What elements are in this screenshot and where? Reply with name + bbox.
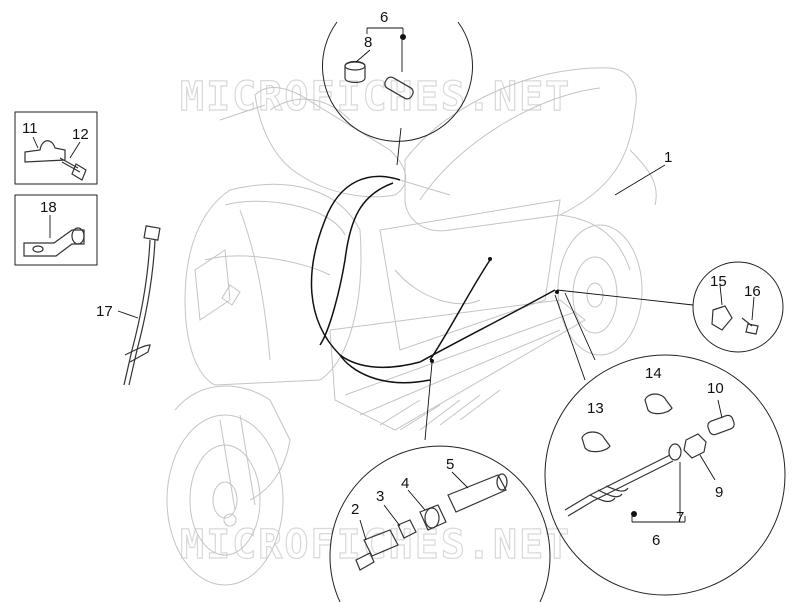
detail-circle-bottom-right (544, 292, 786, 596)
callout-3: 3 (376, 488, 384, 505)
nut-9 (683, 433, 707, 459)
leader-1 (614, 164, 666, 196)
screw-16 (745, 323, 759, 335)
clamp-13 (581, 431, 611, 453)
callout-9: 9 (715, 484, 723, 501)
detail-circle-bottom-middle (329, 362, 551, 602)
clip-15 (711, 305, 733, 331)
detail-circle-top (322, 21, 473, 166)
callout-14: 14 (645, 365, 662, 382)
box-bracket (14, 194, 98, 266)
callout-4: 4 (401, 475, 409, 492)
part-5 (447, 474, 507, 513)
cable-harness (310, 175, 559, 384)
part-2 (363, 529, 399, 557)
ferrule-10 (707, 414, 735, 436)
callout-16: 16 (744, 283, 761, 300)
callout-5: 5 (446, 456, 454, 473)
callout-6-bottom: 6 (652, 532, 660, 549)
callout-7: 7 (676, 509, 684, 526)
callout-8: 8 (364, 34, 372, 51)
box-clamp-screw (14, 111, 98, 185)
watermark-top: MICROFICHES.NET (180, 74, 571, 120)
cable-end-plug (384, 76, 414, 100)
callout-18: 18 (40, 199, 57, 216)
clamp-11 (24, 140, 66, 163)
callout-13: 13 (587, 400, 604, 417)
callout-2: 2 (351, 501, 359, 518)
screw-12-head (71, 163, 87, 181)
callout-6-top: 6 (380, 9, 388, 26)
callout-10: 10 (707, 380, 724, 397)
bracket-18 (23, 229, 85, 257)
part-3 (397, 519, 417, 539)
callout-1: 1 (664, 149, 672, 166)
detail-circle-right (556, 261, 784, 353)
speedo-cable-17 (117, 225, 161, 386)
callout-15: 15 (710, 273, 727, 290)
callout-12: 12 (72, 126, 89, 143)
clamp-14 (644, 393, 673, 415)
part-4 (419, 504, 447, 531)
watermark-bottom: MICROFICHES.NET (180, 522, 571, 568)
callout-11: 11 (22, 120, 38, 137)
callout-17: 17 (96, 303, 113, 320)
scooter-outline (166, 67, 657, 586)
